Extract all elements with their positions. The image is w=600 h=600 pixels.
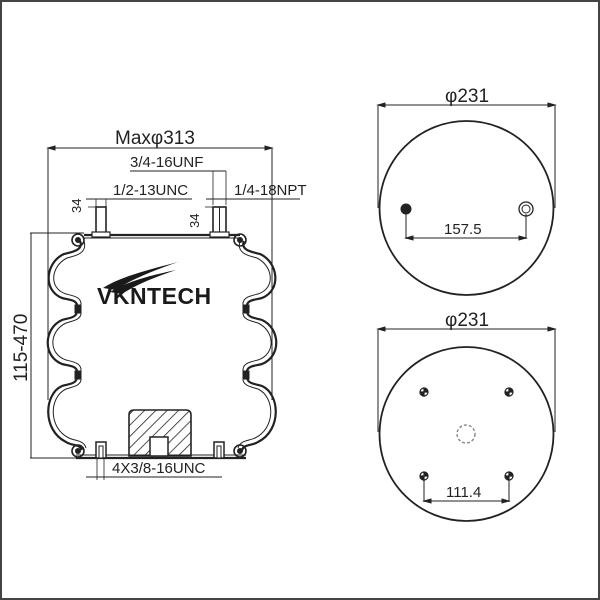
bottom-plate-bolt-spacing-label: 111.4: [446, 484, 482, 501]
brand-logo: VKNTECH: [97, 283, 212, 309]
bottom-plate-diameter-label: φ231: [445, 310, 490, 331]
max-diameter-label: Maxφ313: [115, 128, 195, 149]
height-range-label: 115-470: [11, 313, 32, 382]
top-plate-view: [376, 102, 557, 296]
stud-height-right-label: 34: [187, 213, 202, 228]
top-plate-diameter-label: φ231: [445, 86, 490, 107]
air-fitting-thread-label: 1/4-18NPT: [234, 182, 307, 199]
bottom-stud-thread-label: 4X3/8-16UNC: [112, 460, 206, 477]
top-port-thread-label: 3/4-16UNF: [130, 154, 204, 171]
left-stud-thread-label: 1/2-13UNC: [113, 182, 189, 199]
side-view-bellow: [30, 145, 300, 480]
top-plate-bolt-spacing-label: 157.5: [444, 221, 482, 238]
logo-swoosh-icon: [103, 262, 178, 294]
bottom-plate-view: [376, 326, 557, 522]
stud-height-left-label: 34: [69, 198, 84, 213]
